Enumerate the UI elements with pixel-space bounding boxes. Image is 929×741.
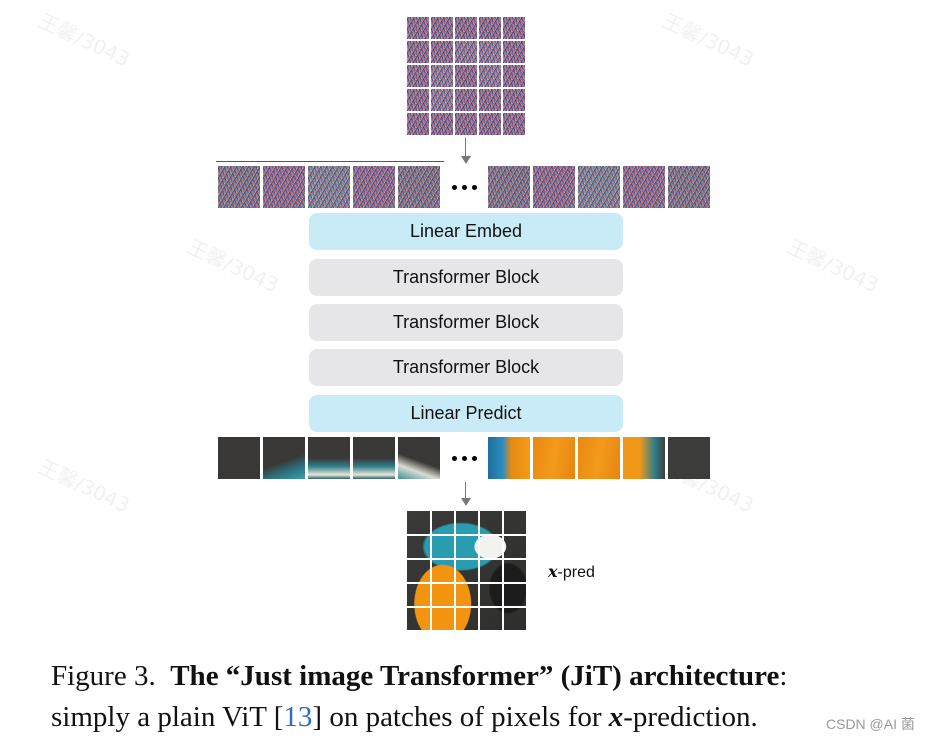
figure-caption: Figure 3. The “Just image Transformer” (…	[51, 656, 901, 738]
noise-patch	[431, 113, 453, 135]
noise-patch	[479, 89, 501, 111]
input-token-patch	[308, 166, 350, 208]
noise-patch	[503, 41, 525, 63]
noise-patch	[503, 65, 525, 87]
output-token-patch	[623, 437, 665, 479]
noise-patch	[407, 41, 429, 63]
arrow-shaft	[465, 138, 466, 158]
output-patch-sequence	[218, 437, 710, 479]
noise-patch	[407, 17, 429, 39]
noise-patch	[431, 41, 453, 63]
noise-patch	[407, 113, 429, 135]
ellipsis	[443, 437, 485, 479]
input-token-patch	[263, 166, 305, 208]
input-token-patch	[353, 166, 395, 208]
output-token-patch	[263, 437, 305, 479]
output-token-patch	[668, 437, 710, 479]
layer-transformer-block: Transformer Block	[309, 349, 623, 386]
noise-patch	[479, 65, 501, 87]
background-watermark: 王馨/3043	[183, 231, 284, 299]
ellipsis	[443, 166, 485, 208]
layer-label: Transformer Block	[393, 267, 539, 288]
output-token-patch	[218, 437, 260, 479]
output-token-patch	[398, 437, 440, 479]
noise-patch	[503, 89, 525, 111]
layer-label: Linear Embed	[410, 221, 522, 242]
x-pred-label: x-pred	[548, 562, 595, 582]
input-token-patch	[488, 166, 530, 208]
noise-patch	[455, 41, 477, 63]
caption-colon: :	[779, 660, 787, 692]
noise-patch	[455, 65, 477, 87]
input-token-patch	[668, 166, 710, 208]
output-token-patch	[488, 437, 530, 479]
caption-text: ] on patches of pixels for	[312, 701, 608, 733]
layer-label: Linear Predict	[410, 403, 521, 424]
input-token-patch	[623, 166, 665, 208]
caption-title: The “Just image Transformer” (JiT) archi…	[170, 660, 779, 692]
input-token-patch	[218, 166, 260, 208]
noisy-input-grid	[407, 17, 525, 135]
noise-patch	[407, 89, 429, 111]
noise-patch	[479, 41, 501, 63]
noise-patch	[407, 65, 429, 87]
patch-grid-overlay	[407, 511, 526, 630]
citation-link[interactable]: 13	[283, 701, 312, 733]
layer-linear-predict: Linear Predict	[309, 395, 623, 432]
noise-patch	[503, 113, 525, 135]
pred-suffix: -pred	[558, 564, 595, 581]
noise-patch	[455, 113, 477, 135]
input-token-patch	[398, 166, 440, 208]
noise-patch	[455, 89, 477, 111]
layer-linear-embed: Linear Embed	[309, 213, 623, 250]
output-token-patch	[578, 437, 620, 479]
background-watermark: 王馨/3043	[783, 231, 884, 299]
x-variable: x	[548, 562, 558, 581]
arrow-down-icon	[461, 156, 471, 164]
output-token-patch	[353, 437, 395, 479]
csdn-watermark: CSDN @AI 菌	[826, 714, 915, 734]
x-variable: x	[609, 701, 624, 733]
noise-patch	[455, 17, 477, 39]
layer-label: Transformer Block	[393, 312, 539, 333]
output-token-patch	[533, 437, 575, 479]
figure-label: Figure 3.	[51, 660, 156, 692]
background-watermark: 王馨/3043	[34, 5, 135, 73]
noise-patch	[431, 89, 453, 111]
input-token-patch	[578, 166, 620, 208]
noise-patch	[479, 17, 501, 39]
layer-label: Transformer Block	[393, 357, 539, 378]
background-watermark: 王馨/3043	[34, 451, 135, 519]
caption-text: -prediction.	[623, 701, 757, 733]
input-patch-sequence	[218, 166, 710, 208]
noise-patch	[479, 113, 501, 135]
divider-line	[216, 161, 444, 162]
input-token-patch	[533, 166, 575, 208]
caption-text: simply a plain ViT [	[51, 701, 283, 733]
noise-patch	[431, 17, 453, 39]
background-watermark: 王馨/3043	[658, 5, 759, 73]
output-token-patch	[308, 437, 350, 479]
arrow-down-icon	[461, 498, 471, 506]
layer-transformer-block: Transformer Block	[309, 304, 623, 341]
noise-patch	[503, 17, 525, 39]
noise-patch	[431, 65, 453, 87]
layer-transformer-block: Transformer Block	[309, 259, 623, 296]
